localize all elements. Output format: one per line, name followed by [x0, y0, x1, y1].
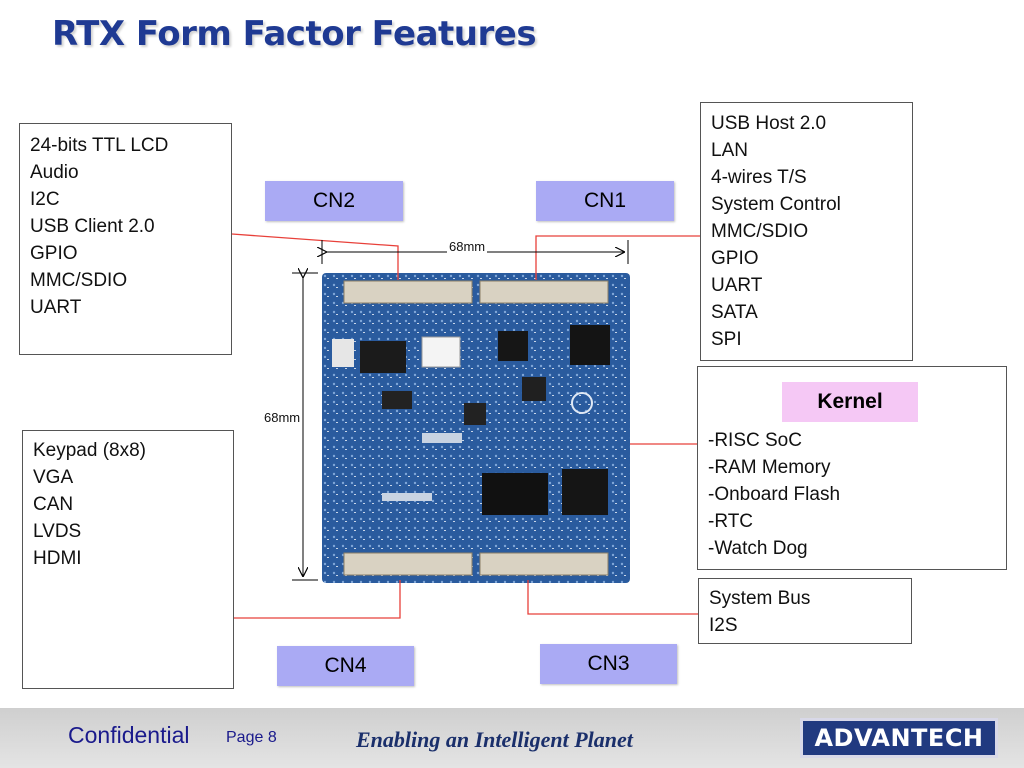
- feature-item: -Onboard Flash: [708, 484, 841, 505]
- advantech-logo: ADVANTECH: [800, 718, 998, 758]
- cn1-label: CN1: [536, 181, 674, 221]
- rtx-board-image: [322, 273, 630, 583]
- feature-item: CAN: [33, 494, 74, 515]
- feature-item: GPIO: [711, 248, 759, 269]
- feature-item: LAN: [711, 140, 748, 161]
- page-title: RTX Form Factor Features: [52, 14, 537, 54]
- feature-item: SPI: [711, 329, 742, 350]
- feature-item: I2C: [30, 189, 60, 210]
- cn4-label: CN4: [277, 646, 414, 686]
- feature-item: Keypad (8x8): [33, 440, 147, 461]
- feature-item: System Control: [711, 194, 841, 215]
- feature-item: MMC/SDIO: [711, 221, 809, 242]
- feature-item: MMC/SDIO: [30, 270, 128, 291]
- feature-item: USB Client 2.0: [30, 216, 155, 237]
- feature-item: -Watch Dog: [708, 538, 808, 559]
- feature-item: UART: [30, 297, 82, 318]
- cn2-label: CN2: [265, 181, 403, 221]
- feature-item: -RISC SoC: [708, 430, 802, 451]
- feature-item: GPIO: [30, 243, 78, 264]
- cn1-feature-box: USB Host 2.0 LAN 4-wires T/S System Cont…: [700, 102, 913, 361]
- feature-item: System Bus: [709, 588, 811, 609]
- confidential-label: Confidential: [68, 722, 190, 748]
- cn2-feature-box: 24-bits TTL LCD Audio I2C USB Client 2.0…: [19, 123, 232, 355]
- feature-item: -RAM Memory: [708, 457, 831, 478]
- feature-item: HDMI: [33, 548, 82, 569]
- feature-item: UART: [711, 275, 763, 296]
- kernel-label: Kernel: [782, 382, 918, 422]
- cn4-feature-box: Keypad (8x8) VGA CAN LVDS HDMI: [22, 430, 234, 689]
- company-tagline: Enabling an Intelligent Planet: [356, 727, 633, 752]
- feature-item: VGA: [33, 467, 74, 488]
- width-dimension-label: 68mm: [447, 239, 488, 254]
- feature-item: LVDS: [33, 521, 82, 542]
- feature-item: 4-wires T/S: [711, 167, 807, 188]
- feature-item: USB Host 2.0: [711, 113, 827, 134]
- cn3-label: CN3: [540, 644, 677, 684]
- feature-item: -RTC: [708, 511, 754, 532]
- cn3-feature-box: System Bus I2S: [698, 578, 912, 644]
- height-dimension-label: 68mm: [264, 408, 301, 427]
- feature-item: Audio: [30, 162, 79, 183]
- feature-item: SATA: [711, 302, 758, 323]
- feature-item: 24-bits TTL LCD: [30, 135, 169, 156]
- page-number: Page 8: [226, 729, 277, 746]
- feature-item: I2S: [709, 615, 738, 636]
